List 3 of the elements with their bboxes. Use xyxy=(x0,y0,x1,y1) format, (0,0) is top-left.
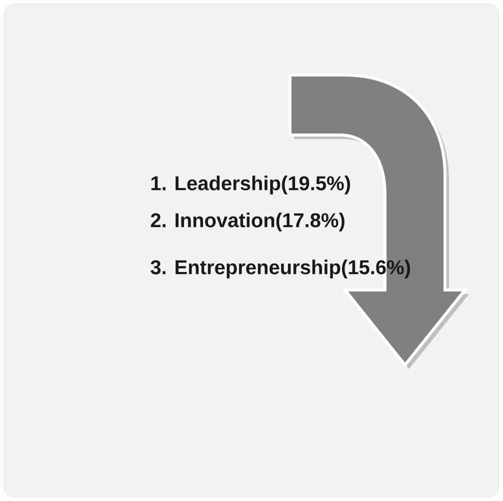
list-item: 3. Entrepreneurship(15.6%) xyxy=(150,260,410,278)
list-item: 1. Leadership(19.5%) xyxy=(151,176,350,194)
list-item: 2. Innovation(17.8%) xyxy=(150,212,344,232)
